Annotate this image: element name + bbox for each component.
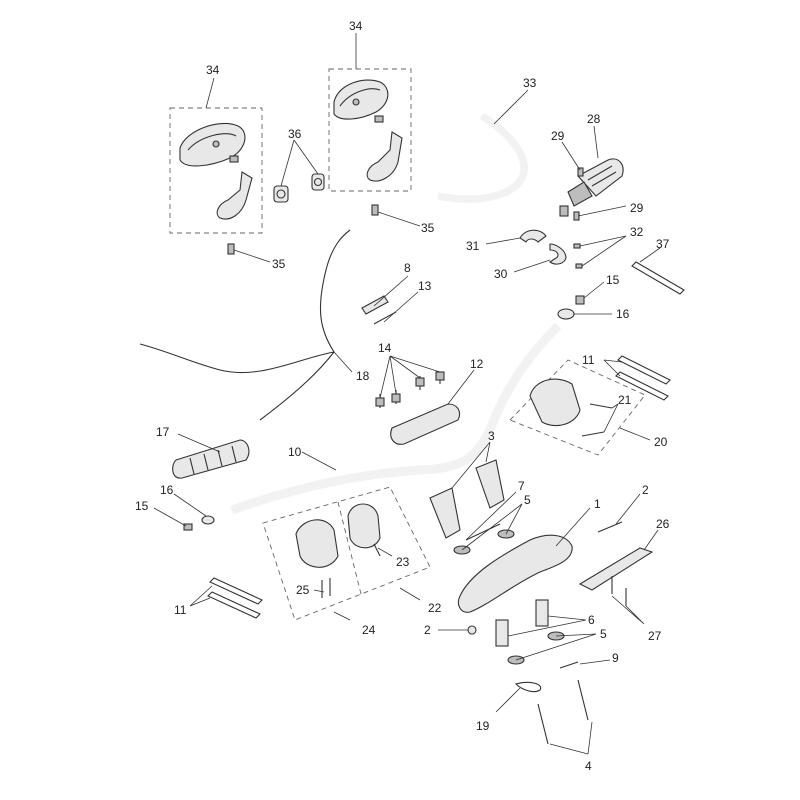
callout-clutch-hose: 33 bbox=[523, 76, 537, 90]
left-switch-group-box bbox=[262, 486, 431, 621]
handlebar-drawing bbox=[231, 325, 559, 511]
right-switch-screw-drawings bbox=[581, 403, 613, 437]
callouts: 34 34 36 35 35 33 28 29 29 31 30 32 37 1… bbox=[135, 19, 670, 773]
callout-riser-pin: 7 bbox=[518, 479, 525, 493]
mirror-right-drawing bbox=[333, 79, 403, 182]
mirror-left-drawing bbox=[179, 122, 253, 220]
callout-left-switch-assembly: 24 bbox=[362, 623, 376, 637]
callout-risers: 3 bbox=[488, 429, 495, 443]
callout-left-end-bolt: 15 bbox=[135, 499, 149, 513]
callout-lower-spacers: 6 bbox=[588, 613, 595, 627]
callout-cap-bolt: 15 bbox=[606, 273, 620, 287]
callout-grip-clamp-half: 31 bbox=[466, 239, 480, 253]
callout-top-yoke: 1 bbox=[594, 497, 601, 511]
callout-grip-screw-bottom: 29 bbox=[630, 201, 644, 215]
callout-cable-ties-right: 11 bbox=[582, 353, 595, 367]
handlebar-fill bbox=[230, 322, 562, 515]
left-grip-drawing bbox=[172, 439, 250, 479]
callout-throttle-grip: 28 bbox=[587, 112, 601, 126]
left-switch-split-line bbox=[337, 501, 363, 599]
throttle-grip-drawing bbox=[559, 158, 624, 217]
grip-clamp-drawings bbox=[519, 229, 567, 265]
callout-mirror-screw-right: 35 bbox=[421, 221, 435, 235]
clamp-bolt-drawings bbox=[375, 371, 445, 408]
cable-ties-left-drawing bbox=[207, 577, 263, 619]
callout-switch-screws-lower: 25 bbox=[296, 583, 310, 597]
riser-drawings bbox=[429, 459, 505, 539]
callout-mirror-screw-left: 35 bbox=[272, 257, 286, 271]
callout-bar-end-washer: 16 bbox=[616, 307, 630, 321]
callout-cable-ties-left: 11 bbox=[174, 603, 187, 617]
callout-wiring-harness: 18 bbox=[356, 369, 370, 383]
callout-switch-pin: 8 bbox=[404, 261, 411, 275]
clip-drawing bbox=[514, 681, 542, 693]
callout-switch-screw-left: 23 bbox=[396, 555, 410, 569]
callout-right-switch-screws: 21 bbox=[618, 393, 632, 407]
callout-mirror-left: 34 bbox=[206, 63, 220, 77]
left-switch-drawings bbox=[295, 503, 381, 568]
yoke-cover-drawing bbox=[578, 547, 654, 591]
top-yoke-drawing bbox=[457, 534, 573, 613]
lower-spacer-drawings bbox=[495, 599, 565, 665]
callout-split-pin: 9 bbox=[612, 651, 619, 665]
callout-yoke-nut: 2 bbox=[424, 623, 431, 637]
right-switch-housing-drawing bbox=[529, 378, 581, 427]
pin-drawings bbox=[361, 295, 397, 325]
callout-left-switch-upper: 22 bbox=[428, 601, 442, 615]
clamp-screw-drawings bbox=[573, 243, 583, 269]
callout-left-end-washer: 16 bbox=[160, 483, 174, 497]
yoke-nut-drawing bbox=[467, 625, 477, 635]
mirror-clamp-drawing bbox=[273, 173, 325, 203]
callout-mirror-clamp: 36 bbox=[288, 127, 302, 141]
cover-screw-drawings bbox=[611, 576, 627, 606]
callout-clamp-screws: 32 bbox=[630, 225, 644, 239]
left-mirror-group-box bbox=[169, 107, 263, 234]
callout-clamp-bolts: 14 bbox=[378, 341, 392, 355]
right-mirror-group-box bbox=[328, 68, 412, 192]
callout-lower-bushes: 5 bbox=[600, 627, 607, 641]
left-switch-screw-drawings bbox=[321, 543, 381, 598]
split-pin-drawing bbox=[559, 661, 579, 669]
callout-grip-screw-top: 29 bbox=[551, 129, 565, 143]
callout-cover-screws: 27 bbox=[648, 629, 662, 643]
callout-upper-clamp: 12 bbox=[470, 357, 484, 371]
upper-clamp-drawing bbox=[390, 403, 461, 445]
callout-roll-pin: 13 bbox=[418, 279, 432, 293]
leader-lines bbox=[153, 33, 661, 755]
clutch-hose-fill bbox=[437, 112, 528, 203]
left-bar-end-drawing bbox=[183, 515, 215, 531]
right-bar-end-drawing bbox=[557, 295, 585, 320]
callout-cable-tie-right: 37 bbox=[656, 237, 670, 251]
mirror-screw-drawings bbox=[227, 204, 379, 255]
callout-mirror-right: 34 bbox=[349, 19, 363, 33]
wiring-harness-drawing bbox=[139, 229, 351, 421]
callout-riser-bushes: 5 bbox=[524, 493, 531, 507]
callout-right-switch-housing: 20 bbox=[654, 435, 668, 449]
yoke-bolt-drawing bbox=[597, 521, 623, 533]
callout-handlebar: 10 bbox=[288, 445, 302, 459]
riser-bolt-drawings bbox=[537, 679, 589, 745]
callout-grip-clamp-lower: 30 bbox=[494, 267, 508, 281]
cable-tie-right-drawing bbox=[631, 261, 685, 295]
callout-yoke-cover: 26 bbox=[656, 517, 670, 531]
callout-yoke-bolt: 2 bbox=[642, 483, 649, 497]
callout-left-grip: 17 bbox=[156, 425, 170, 439]
cable-ties-right-drawing bbox=[615, 355, 671, 401]
callout-riser-bolts: 4 bbox=[585, 759, 592, 773]
callout-clip: 19 bbox=[476, 719, 490, 733]
